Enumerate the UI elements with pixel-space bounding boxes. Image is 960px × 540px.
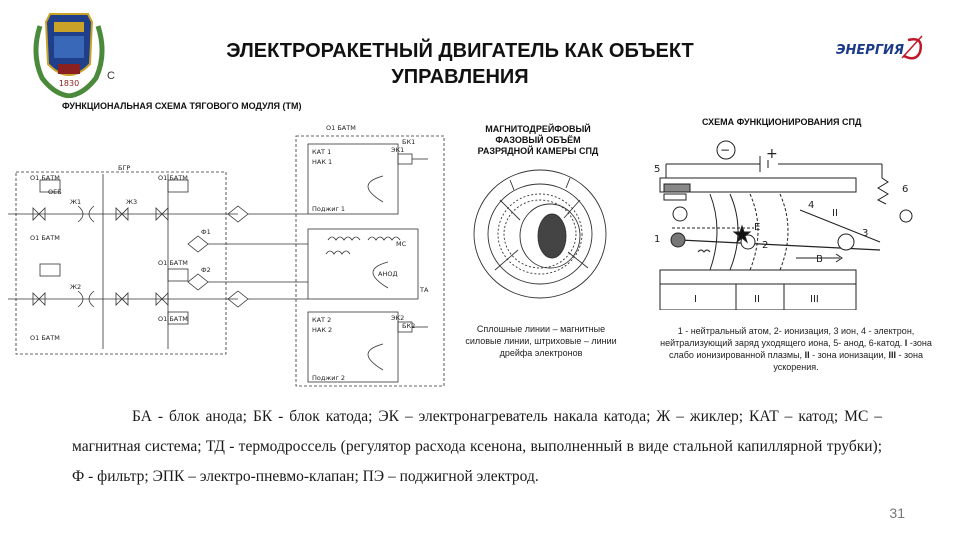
spd-zone-1: I xyxy=(694,294,697,305)
spd-num-4: 4 xyxy=(808,200,814,211)
label-podzhig1: Поджиг 1 xyxy=(312,205,345,213)
label-oeb: ОЕБ xyxy=(48,188,62,196)
spd-num-5: 5 xyxy=(654,164,660,175)
spd-zone-2-top: II xyxy=(832,208,838,219)
label-bk1: БК1 xyxy=(402,138,415,146)
spd-num-3: 3 xyxy=(862,228,868,239)
spd-num-1: 1 xyxy=(654,234,660,245)
label-ta: ТА xyxy=(419,286,429,294)
label-ms: МС xyxy=(396,240,407,248)
spd-scheme-title: СХЕМА ФУНКЦИОНИРОВАНИЯ СПД xyxy=(702,117,862,127)
spd-scheme-caption: 1 - нейтральный атом, 2- ионизация, 3 ио… xyxy=(650,325,942,373)
label-f2: Ф2 xyxy=(201,266,211,274)
slide-title: ЭЛЕКТРОРАКЕТНЫЙ ДВИГАТЕЛЬ КАК ОБЪЕКТ УПР… xyxy=(180,38,740,90)
label-nak1: НАК 1 xyxy=(312,158,332,166)
energia-logo: ЭНЕРГИЯ xyxy=(832,30,932,66)
spd-num-6: 6 xyxy=(902,184,908,195)
spd-caption-ii: II xyxy=(804,350,810,360)
spd-zone-2: II xyxy=(754,294,760,305)
label-f1: Ф1 xyxy=(201,228,211,236)
spd-caption-i: I xyxy=(904,338,908,348)
label-ek1: ЭК1 xyxy=(391,146,404,154)
label-satm-4: О1 БАТМ xyxy=(158,259,188,267)
spd-caption-iii: III xyxy=(888,350,897,360)
spd-caption-part2: -зона слабо ионизированной плазмы, xyxy=(668,338,932,360)
title-line-1: ЭЛЕКТРОРАКЕТНЫЙ ДВИГАТЕЛЬ КАК ОБЪЕКТ xyxy=(226,40,694,62)
label-zh2: Ж2 xyxy=(70,283,81,291)
label-anod: АНОД xyxy=(378,270,398,278)
label-nak2: НАК 2 xyxy=(312,326,332,334)
label-bk2: БК2 xyxy=(402,322,415,330)
page-number: 31 xyxy=(889,505,905,521)
spd-label-b: B xyxy=(816,254,823,265)
magnetic-scheme-diagram xyxy=(460,160,620,305)
spd-label-e: E xyxy=(754,222,760,233)
label-podzhig2: Поджиг 2 xyxy=(312,374,345,382)
label-satm-3: О1 БАТМ xyxy=(30,234,60,242)
logo-year: 1830 xyxy=(59,79,79,88)
spd-minus-top: − xyxy=(720,143,730,157)
label-kat2: КАТ 2 xyxy=(312,316,331,324)
spd-num-2: 2 xyxy=(762,240,768,251)
spd-zone-3: III xyxy=(810,294,819,305)
label-zh1: Ж1 xyxy=(70,198,81,206)
university-logo: 1830 xyxy=(28,6,110,99)
magnetic-scheme-caption: Сплошные линии – магнитные силовые линии… xyxy=(465,324,617,358)
label-satm-2: О1 БАТМ xyxy=(158,174,188,182)
label-satm-7: О1 БАТМ xyxy=(326,124,356,132)
energia-logo-text: ЭНЕРГИЯ xyxy=(836,43,904,58)
spd-caption-part4: - зона ускорения. xyxy=(773,350,924,372)
label-bgr: БГР xyxy=(118,164,130,172)
label-satm-1: О1 БАТМ xyxy=(30,174,60,182)
label-zh3: Ж3 xyxy=(126,198,137,206)
label-kat1: КАТ 1 xyxy=(312,148,331,156)
label-ek2: ЭК2 xyxy=(391,314,404,322)
spd-caption-part3: - зона ионизации, xyxy=(812,350,886,360)
magnetic-scheme-title: МАГНИТОДРЕЙФОВЫЙ ФАЗОВЫЙ ОБЪЁМ РАЗРЯДНОЙ… xyxy=(477,124,599,156)
spd-scheme-diagram: − + I II III II 1 2 3 4 5 6 B E xyxy=(650,130,920,311)
spd-plus-top: + xyxy=(766,146,778,162)
functional-scheme-diagram: БГР О1 БАТМ О1 БАТМ О1 БАТМ О1 БАТМ О1 Б… xyxy=(8,114,458,394)
abbreviations-paragraph: БА - блок анода; БК - блок катода; ЭК – … xyxy=(72,408,882,485)
title-line-2: УПРАВЛЕНИЯ xyxy=(391,66,529,88)
label-satm-5: О1 БАТМ xyxy=(30,334,60,342)
logo-letter: С xyxy=(107,70,115,82)
functional-scheme-subtitle: ФУНКЦИОНАЛЬНАЯ СХЕМА ТЯГОВОГО МОДУЛЯ (ТМ… xyxy=(62,101,302,111)
label-satm-6: О1 БАТМ xyxy=(158,315,188,323)
spd-caption-plain: 1 - нейтральный атом, 2- ионизация, 3 ио… xyxy=(660,326,915,348)
